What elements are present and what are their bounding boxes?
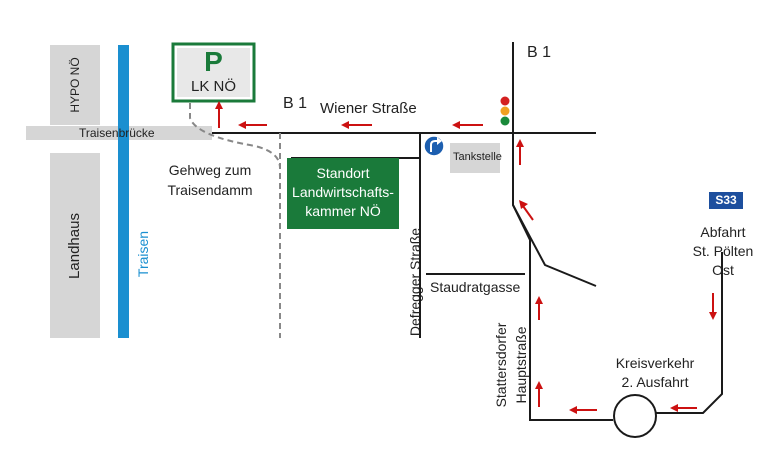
standort-box (287, 158, 399, 229)
arrow-left-icon (670, 404, 697, 412)
roundabout-label: Kreisverkehr 2. Ausfahrt (590, 354, 720, 392)
stattersdorfer-line2: Hauptstraße (513, 326, 529, 404)
arrow-diag-icon (519, 200, 534, 221)
stattersdorfer-label: Stattersdorfer Hauptstraße (491, 300, 531, 430)
footpaths (189, 103, 281, 338)
hypo-building (50, 45, 100, 125)
standort-line2: Landwirtschafts- (292, 184, 394, 200)
hypo-label: HYPO NÖ (68, 57, 82, 113)
wiener-strasse-label: Wiener Straße (320, 100, 417, 117)
gehweg-line2: Traisendamm (167, 182, 253, 198)
b1-main-label: B 1 (283, 95, 308, 112)
arrow-left-icon (452, 121, 483, 129)
defregger-strasse-label: Defregger Straße (407, 227, 423, 337)
branch-road (512, 204, 597, 287)
stattersdorfer-road-west (512, 133, 613, 421)
arrow-up-icon (516, 139, 524, 165)
s33-exit-road (656, 252, 723, 414)
river-label: Traisen (135, 230, 151, 278)
turn-right-sign-icon (423, 135, 445, 157)
exit-line3: Ost (712, 262, 734, 278)
arrow-up-icon (215, 101, 223, 128)
s33-badge-text: S33 (715, 193, 737, 207)
standort-label: Standort Landwirtschafts- kammer NÖ (287, 164, 399, 221)
gehweg-label: Gehweg zum Traisendamm (155, 160, 265, 200)
direction-arrows (215, 101, 717, 414)
s33-badge-bg (709, 192, 743, 209)
parking-symbol: P (204, 46, 223, 77)
traffic-light-icon (500, 96, 510, 126)
roundabout-line2: 2. Ausfahrt (621, 374, 689, 390)
arrow-left-icon (569, 406, 597, 414)
staudratgasse-label: Staudratgasse (430, 279, 521, 295)
gehweg-footpath (189, 103, 281, 169)
stattersdorfer-line1: Stattersdorfer (493, 322, 509, 408)
gehweg-line1: Gehweg zum (168, 162, 252, 178)
exit-line1: Abfahrt (700, 224, 746, 240)
tankstelle-building (450, 143, 500, 173)
landhaus-label: Landhaus (66, 213, 83, 279)
s33-exit-label: Abfahrt St. Pölten Ost (668, 223, 770, 280)
arrow-left-icon (238, 121, 267, 129)
tankstelle-label: Tankstelle (453, 151, 502, 163)
arrow-left-icon (341, 121, 372, 129)
arrow-up-icon (535, 296, 543, 320)
standort-line1: Standort (316, 165, 370, 181)
parking-box-fill (177, 48, 250, 97)
arrow-down-icon (709, 293, 717, 320)
b1-north-label: B 1 (527, 44, 552, 61)
roundabout-line1: Kreisverkehr (615, 355, 695, 371)
parking-label: LK NÖ (190, 78, 236, 95)
standort-line3: kammer NÖ (305, 203, 381, 219)
landhaus-building (50, 153, 100, 338)
traisenbruecke-label: Traisenbrücke (79, 126, 155, 140)
roundabout-circle (613, 394, 657, 438)
exit-line2: St. Pölten (692, 243, 754, 259)
traisen-river (118, 45, 129, 338)
arrow-up-icon (535, 381, 543, 407)
